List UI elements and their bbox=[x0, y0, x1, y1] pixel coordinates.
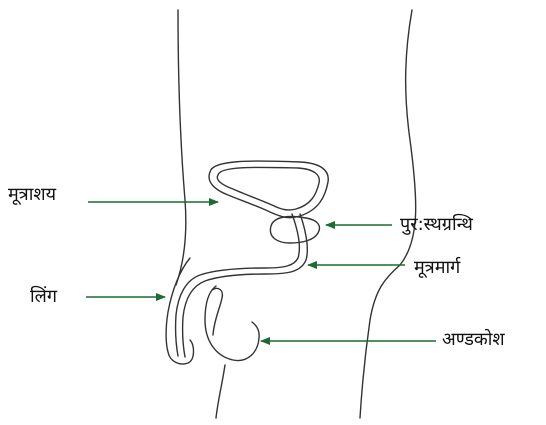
label-testis: अण्डकोश bbox=[442, 331, 505, 349]
testis bbox=[205, 286, 259, 360]
label-penis: लिंग bbox=[30, 288, 57, 306]
penis bbox=[166, 258, 193, 364]
label-bladder: मूत्राशय bbox=[8, 186, 56, 204]
urethra-inner bbox=[183, 214, 308, 357]
urethra bbox=[176, 214, 300, 356]
label-prostate: पुर:स्थग्रन्थि bbox=[400, 216, 473, 234]
epididymis bbox=[212, 288, 222, 335]
leg-outline bbox=[216, 365, 225, 418]
back-outline bbox=[176, 10, 186, 285]
bladder-inner bbox=[217, 167, 319, 210]
label-urethra: मूत्रमार्ग bbox=[414, 259, 460, 277]
